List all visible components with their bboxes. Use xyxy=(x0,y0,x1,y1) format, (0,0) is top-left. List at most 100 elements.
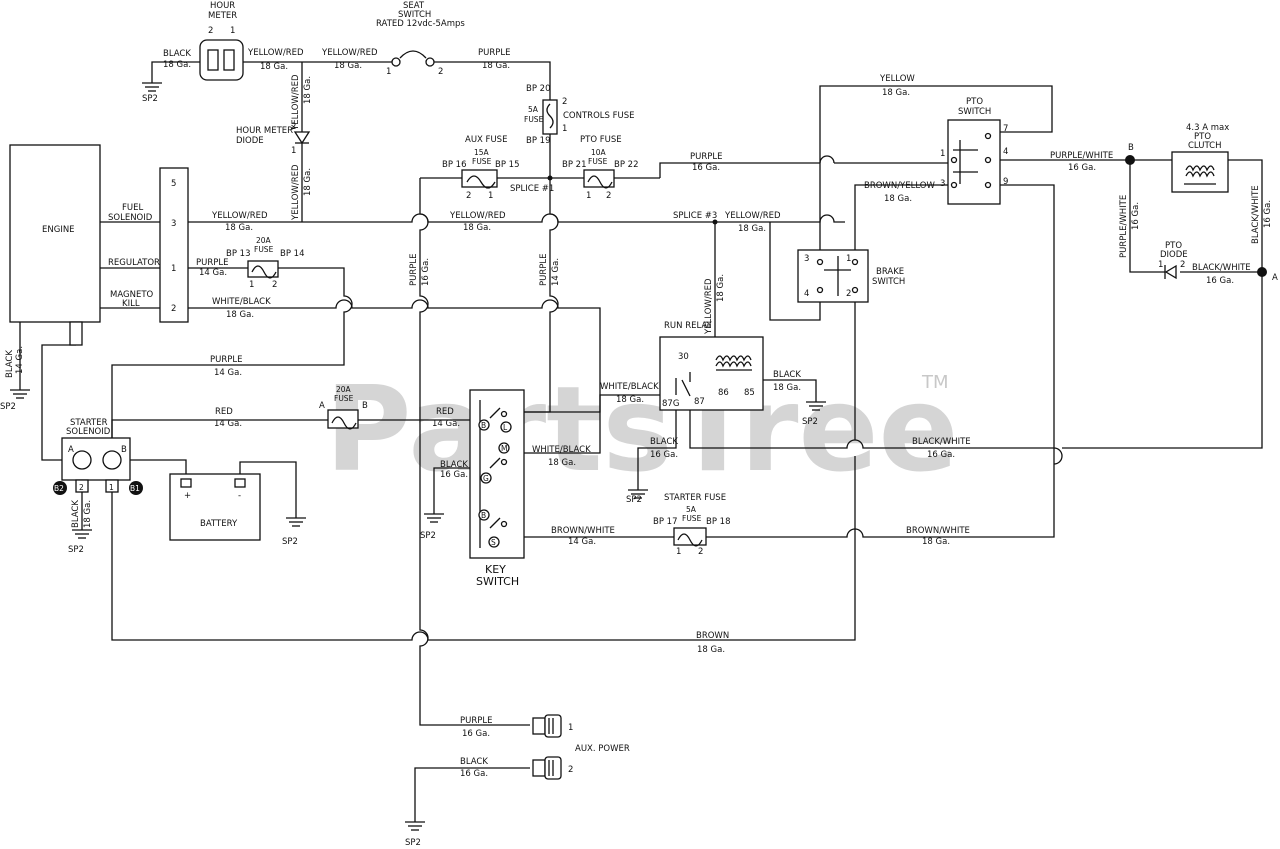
svg-text:BLACK/WHITE: BLACK/WHITE xyxy=(1192,263,1251,273)
svg-text:14 Ga.: 14 Ga. xyxy=(432,419,460,429)
svg-text:BRAKE: BRAKE xyxy=(876,267,904,277)
svg-text:AUX FUSE: AUX FUSE xyxy=(465,135,507,145)
svg-text:16 Ga.: 16 Ga. xyxy=(460,769,488,779)
svg-text:16 Ga.: 16 Ga. xyxy=(421,258,431,286)
svg-text:B: B xyxy=(121,445,127,455)
svg-text:BP 19: BP 19 xyxy=(526,136,550,146)
svg-text:18 Ga.: 18 Ga. xyxy=(83,500,93,528)
svg-text:18 Ga.: 18 Ga. xyxy=(697,645,725,655)
svg-text:BLACK: BLACK xyxy=(440,460,468,470)
svg-text:BLACK: BLACK xyxy=(650,437,678,447)
svg-text:PTO FUSE: PTO FUSE xyxy=(580,135,622,145)
svg-text:PTO: PTO xyxy=(1194,132,1211,142)
svg-text:1: 1 xyxy=(230,26,235,36)
ground-hour-meter: SP2 xyxy=(142,82,162,104)
watermark-tm: TM xyxy=(921,372,949,393)
svg-text:14 Ga.: 14 Ga. xyxy=(214,419,242,429)
svg-text:FUSE: FUSE xyxy=(472,157,492,166)
svg-text:BP 16: BP 16 xyxy=(442,160,466,170)
svg-text:BROWN/WHITE: BROWN/WHITE xyxy=(906,526,970,536)
svg-text:1: 1 xyxy=(676,547,681,557)
svg-text:18 Ga.: 18 Ga. xyxy=(260,62,288,72)
hour-meter: HOUR METER 2 1 xyxy=(199,1,244,81)
ground-relay-87g: SP2 xyxy=(626,489,648,505)
svg-text:CONTROLS FUSE: CONTROLS FUSE xyxy=(563,111,634,121)
svg-text:+: + xyxy=(184,491,191,501)
svg-text:STARTER FUSE: STARTER FUSE xyxy=(664,493,726,503)
pto-diode: PTO DIODE 1 2 xyxy=(1158,241,1188,280)
svg-text:YELLOW/RED: YELLOW/RED xyxy=(211,211,268,221)
svg-text:BATTERY: BATTERY xyxy=(200,519,238,529)
svg-text:BP 22: BP 22 xyxy=(614,160,638,170)
svg-text:2: 2 xyxy=(562,97,567,107)
svg-text:1: 1 xyxy=(568,723,573,733)
svg-text:16 Ga.: 16 Ga. xyxy=(1206,276,1234,286)
svg-text:FUSE: FUSE xyxy=(524,115,544,124)
svg-text:2: 2 xyxy=(272,280,277,290)
svg-text:SWITCH: SWITCH xyxy=(872,277,905,287)
svg-text:FUSE: FUSE xyxy=(588,157,608,166)
svg-text:SP2: SP2 xyxy=(0,402,16,412)
svg-text:B2: B2 xyxy=(54,484,64,493)
svg-text:14 Ga.: 14 Ga. xyxy=(199,268,227,278)
svg-text:18 Ga.: 18 Ga. xyxy=(303,168,313,196)
svg-text:14 Ga.: 14 Ga. xyxy=(15,346,25,374)
svg-text:YELLOW/RED: YELLOW/RED xyxy=(291,164,301,221)
controls-fuse: BP 20 BP 19 5A FUSE 2 1 CONTROLS FUSE xyxy=(524,84,634,146)
svg-text:1: 1 xyxy=(171,264,176,274)
brake-switch: 3 1 4 2 BRAKE SWITCH xyxy=(797,249,905,303)
svg-text:18 Ga.: 18 Ga. xyxy=(922,537,950,547)
svg-text:RATED 12vdc-5Amps: RATED 12vdc-5Amps xyxy=(376,19,465,29)
svg-text:BLACK: BLACK xyxy=(71,500,81,528)
svg-text:16 Ga.: 16 Ga. xyxy=(927,450,955,460)
svg-text:BP 14: BP 14 xyxy=(280,249,304,259)
svg-text:HOUR: HOUR xyxy=(210,1,235,11)
svg-text:15A: 15A xyxy=(474,148,490,157)
wire-gauge: 18 Ga. xyxy=(163,60,191,70)
svg-text:BROWN/YELLOW: BROWN/YELLOW xyxy=(864,181,935,191)
svg-text:16 Ga.: 16 Ga. xyxy=(440,470,468,480)
svg-text:16 Ga.: 16 Ga. xyxy=(462,729,490,739)
svg-text:RED: RED xyxy=(436,407,454,417)
svg-text:2: 2 xyxy=(466,191,471,201)
svg-text:5A: 5A xyxy=(528,105,539,114)
svg-text:BP 13: BP 13 xyxy=(226,249,250,259)
svg-text:SP2: SP2 xyxy=(420,531,436,541)
svg-text:SP2: SP2 xyxy=(68,545,84,555)
svg-text:14 Ga.: 14 Ga. xyxy=(568,537,596,547)
svg-text:CLUTCH: CLUTCH xyxy=(1188,141,1222,151)
svg-text:20A: 20A xyxy=(336,385,352,394)
pto-fuse: PTO FUSE 10A FUSE BP 21 BP 22 1 2 xyxy=(562,135,638,201)
svg-text:PURPLE: PURPLE xyxy=(539,254,549,287)
svg-text:BP 20: BP 20 xyxy=(526,84,550,94)
svg-text:G: G xyxy=(483,474,489,483)
svg-text:BP 17: BP 17 xyxy=(653,517,677,527)
svg-text:14 Ga.: 14 Ga. xyxy=(551,258,561,286)
svg-text:SWITCH: SWITCH xyxy=(398,10,431,20)
ground-battery: SP2 xyxy=(282,517,306,547)
svg-text:SEAT: SEAT xyxy=(403,1,425,11)
svg-text:SOLENOID: SOLENOID xyxy=(66,427,111,437)
svg-text:SWITCH: SWITCH xyxy=(476,575,519,588)
svg-text:RUN RELAY: RUN RELAY xyxy=(664,321,713,331)
svg-text:2: 2 xyxy=(698,547,703,557)
svg-text:A: A xyxy=(319,401,325,411)
connector-a-dot xyxy=(1257,267,1267,277)
svg-text:2: 2 xyxy=(291,122,296,132)
svg-text:PURPLE/WHITE: PURPLE/WHITE xyxy=(1050,151,1113,161)
run-relay: RUN RELAY 30 87G 87 86 85 xyxy=(659,321,764,411)
aux-fuse: AUX FUSE 15A FUSE BP 16 BP 15 2 1 xyxy=(442,135,519,201)
connector-b-dot xyxy=(1125,155,1135,165)
svg-text:4.3 A max: 4.3 A max xyxy=(1186,123,1229,133)
svg-text:B: B xyxy=(362,401,368,411)
svg-text:1: 1 xyxy=(940,149,945,159)
svg-text:B1: B1 xyxy=(130,484,140,493)
splice-1-label: SPLICE #1 xyxy=(510,184,554,194)
svg-text:7: 7 xyxy=(1003,124,1008,134)
svg-text:85: 85 xyxy=(744,388,755,398)
svg-text:BP 15: BP 15 xyxy=(495,160,519,170)
wires xyxy=(19,61,1263,822)
aux-power-label: AUX. POWER xyxy=(575,744,630,754)
svg-text:SP2: SP2 xyxy=(405,838,421,848)
svg-text:2: 2 xyxy=(1180,260,1185,270)
